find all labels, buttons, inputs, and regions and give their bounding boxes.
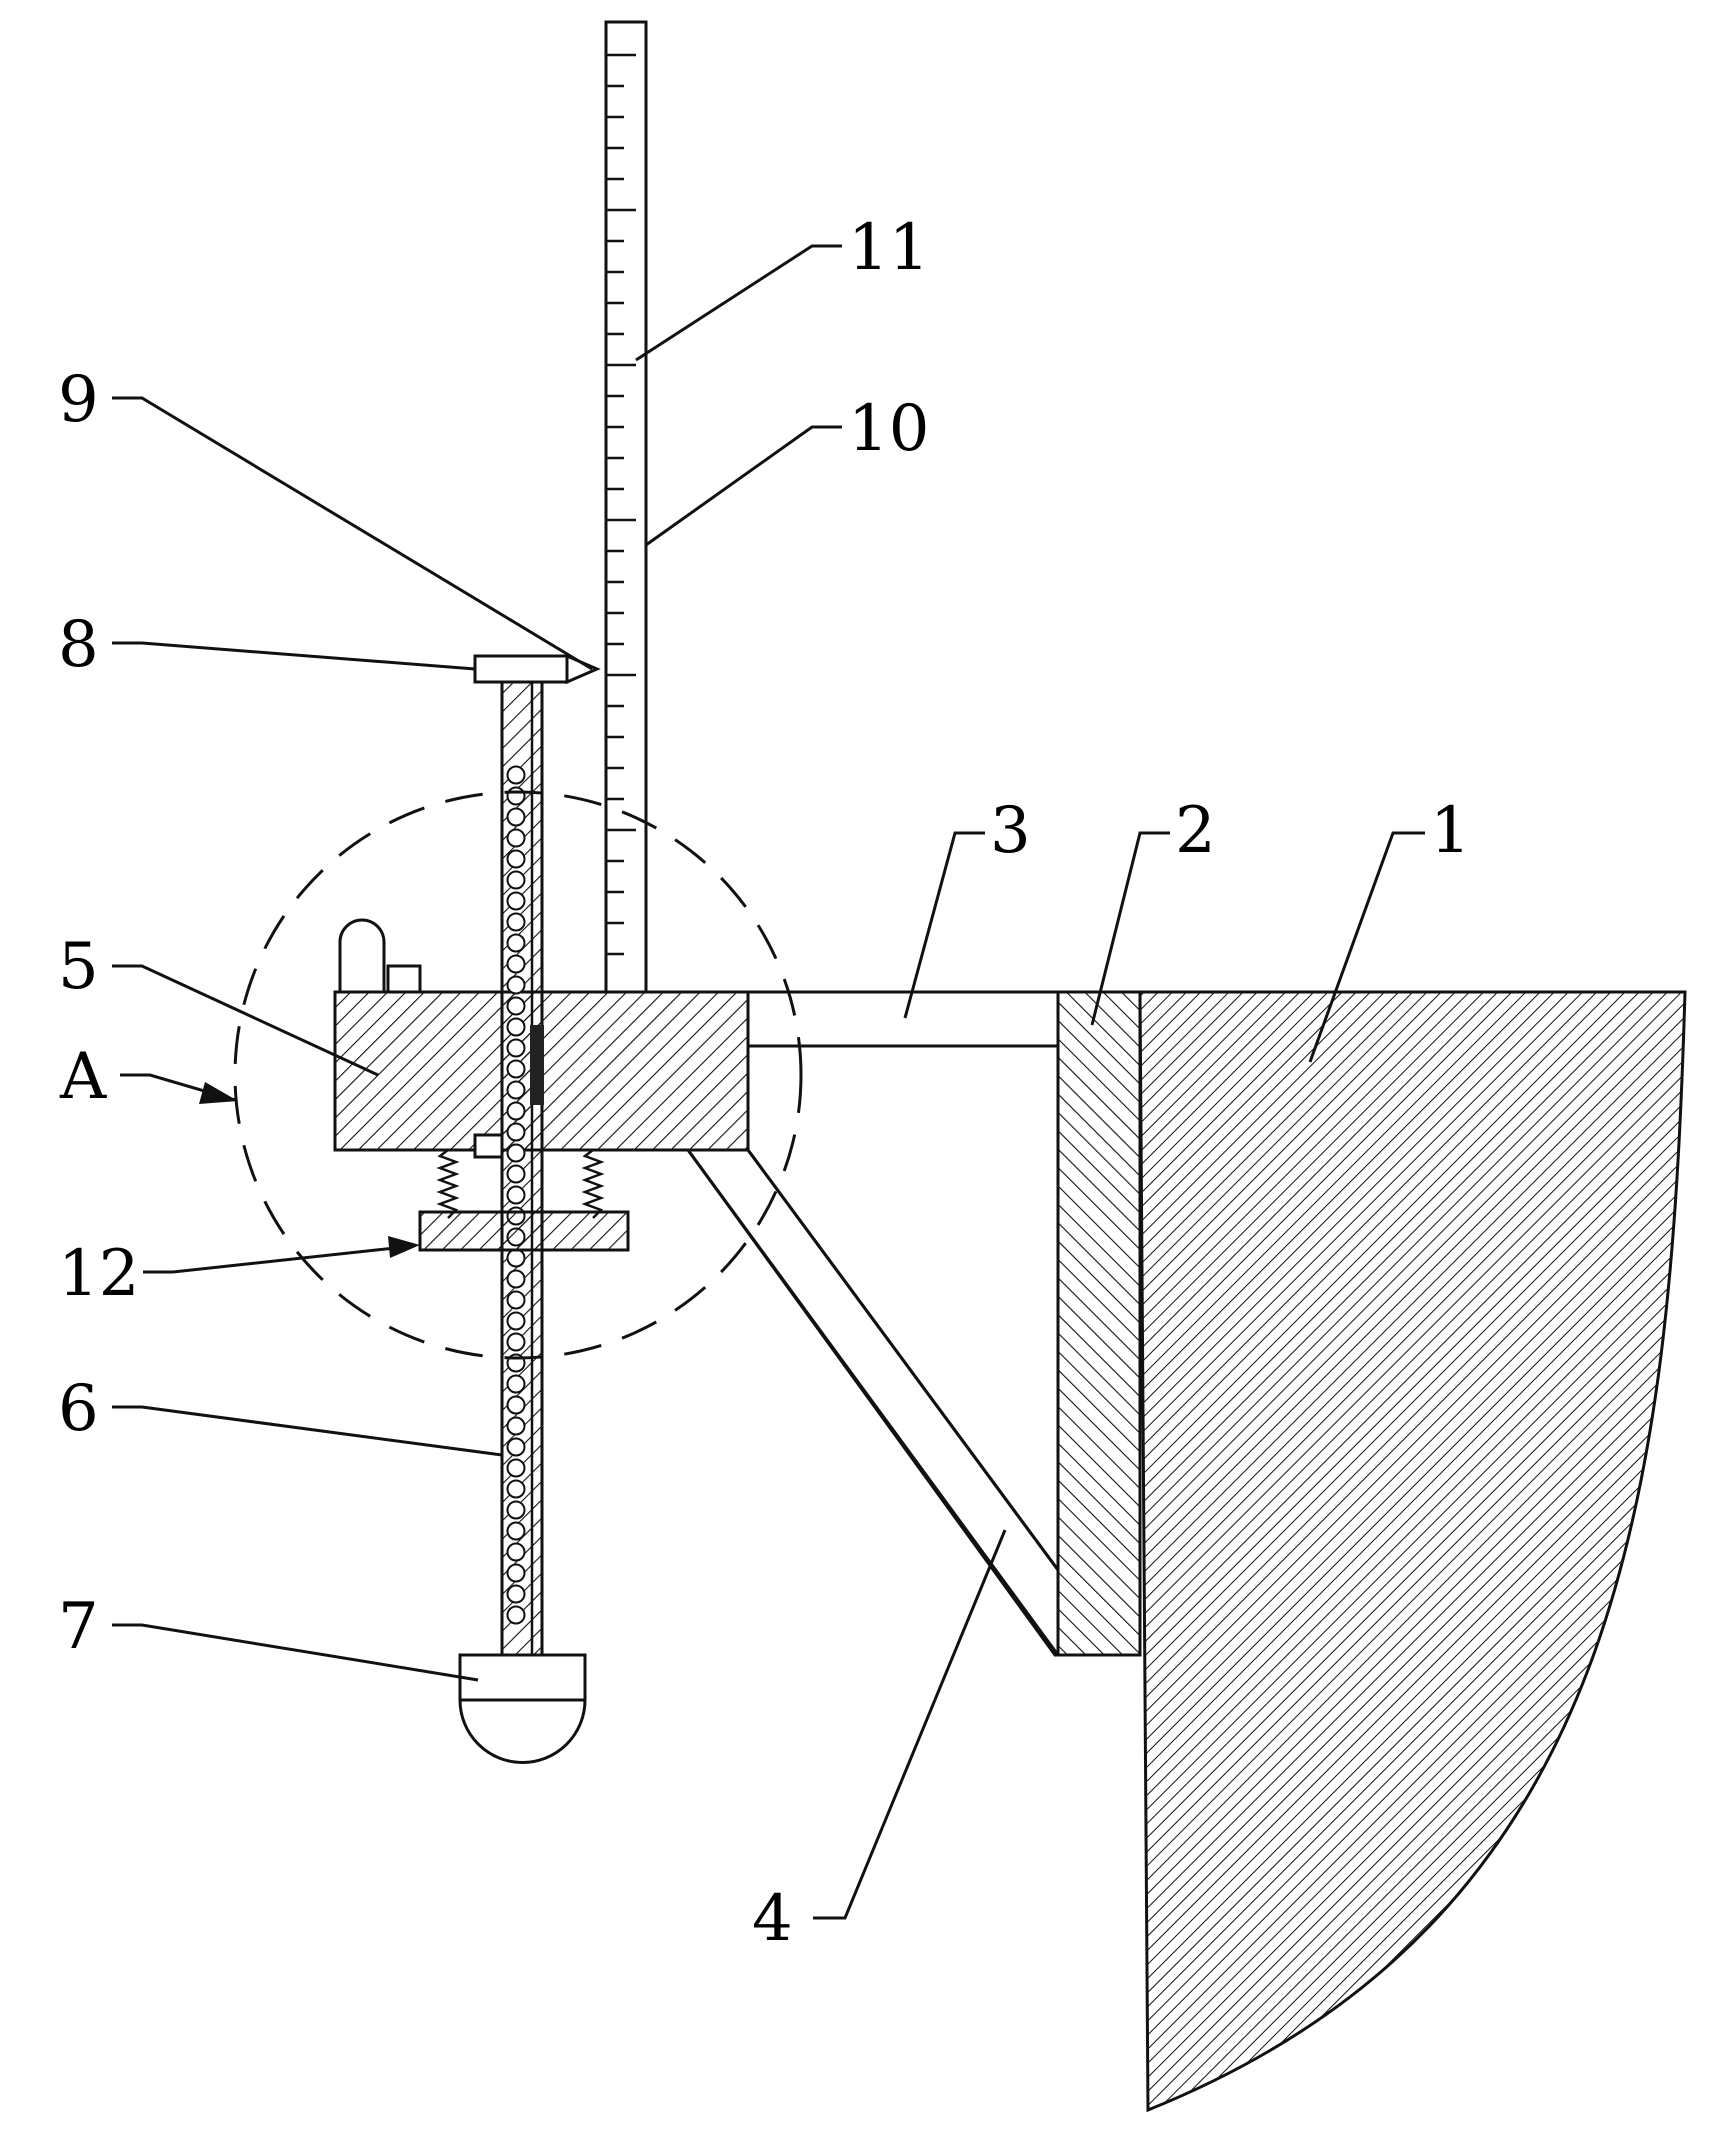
- rod-ball: [506, 807, 526, 827]
- rod-ball: [506, 870, 526, 890]
- label-7: 7: [58, 1590, 99, 1664]
- rod-ball: [506, 1416, 526, 1436]
- pointer-tip: [565, 653, 601, 685]
- leader-12-arrow: [388, 1236, 420, 1258]
- rod-ball: [506, 1500, 526, 1520]
- rod-ball: [506, 1185, 526, 1205]
- rod-ball: [506, 1122, 526, 1142]
- rod-ball: [506, 1479, 526, 1499]
- rod-ball: [506, 1101, 526, 1121]
- housing-knob: [338, 918, 386, 994]
- small-latch: [473, 1133, 504, 1159]
- rod-ball: [506, 828, 526, 848]
- leader-7: [112, 1623, 479, 1682]
- leader-10: [645, 425, 842, 547]
- rod-ball: [506, 1311, 526, 1331]
- leader-1: [1308, 831, 1425, 1063]
- label-3: 3: [990, 794, 1031, 868]
- housing-small-block: [386, 964, 422, 994]
- rod-ball: [506, 1374, 526, 1394]
- pointer-block: [473, 654, 569, 684]
- label-9: 9: [58, 363, 99, 437]
- leader-4: [813, 1529, 1007, 1920]
- label-2: 2: [1175, 794, 1216, 868]
- lower-plate: [418, 1210, 630, 1252]
- rod-ball: [506, 1017, 526, 1037]
- rod-ball: [506, 1164, 526, 1184]
- rod-ball: [506, 1059, 526, 1079]
- rod-ball: [506, 1395, 526, 1415]
- rod-ball: [506, 1332, 526, 1352]
- spring-left: [436, 1149, 460, 1219]
- rod-ball: [506, 1521, 526, 1541]
- label-a: A: [59, 1040, 107, 1114]
- ruler: [604, 20, 648, 994]
- label-5: 5: [58, 930, 99, 1004]
- mounting-plate: [1056, 990, 1142, 1657]
- housing-slot: [530, 1025, 544, 1105]
- label-12: 12: [58, 1237, 139, 1311]
- rod-ball: [506, 1038, 526, 1058]
- rod-ball: [506, 1563, 526, 1583]
- leader-6: [112, 1405, 503, 1457]
- rod-ball: [506, 1248, 526, 1268]
- label-10: 10: [848, 392, 929, 466]
- probe-head: [458, 1653, 587, 1764]
- rod-ball: [506, 1290, 526, 1310]
- rod-ball: [506, 891, 526, 911]
- ruler-ticks: [606, 53, 636, 956]
- rod-ball: [506, 912, 526, 932]
- rod-ball: [506, 1542, 526, 1562]
- rod-ball: [506, 1458, 526, 1478]
- label-11: 11: [848, 211, 929, 285]
- rod-ball: [506, 1080, 526, 1100]
- leader-3: [903, 831, 985, 1019]
- leader-9: [112, 396, 593, 671]
- detail-circle-a: [233, 790, 803, 1360]
- brace-edge-a: [686, 1149, 1060, 1656]
- brace-edge-b: [746, 1149, 1060, 1571]
- rod-ball: [506, 765, 526, 785]
- rod-ball: [506, 954, 526, 974]
- label-6: 6: [58, 1372, 99, 1446]
- label-4: 4: [752, 1882, 793, 1956]
- rod-ball: [506, 975, 526, 995]
- label-1: 1: [1430, 794, 1471, 868]
- rod-ball: [506, 1269, 526, 1289]
- horizontal-arm: [746, 990, 1060, 1048]
- leader-5: [112, 964, 379, 1077]
- wall-body: [1138, 990, 1687, 2113]
- leader-12: [143, 1244, 414, 1274]
- rod-balls: [506, 765, 526, 1625]
- rod-ball: [506, 933, 526, 953]
- leader-a-arrow: [199, 1082, 238, 1104]
- leader-8: [112, 641, 476, 671]
- rod-ball: [506, 1143, 526, 1163]
- rod-ball: [506, 1584, 526, 1604]
- spring-right: [581, 1149, 605, 1219]
- rod-ball: [506, 849, 526, 869]
- leader-11: [635, 244, 842, 362]
- rod-ball: [506, 996, 526, 1016]
- leader-2: [1090, 831, 1170, 1026]
- rod-ball: [506, 1437, 526, 1457]
- rod-ball: [506, 786, 526, 806]
- label-8: 8: [58, 608, 99, 682]
- rod-ball: [506, 1605, 526, 1625]
